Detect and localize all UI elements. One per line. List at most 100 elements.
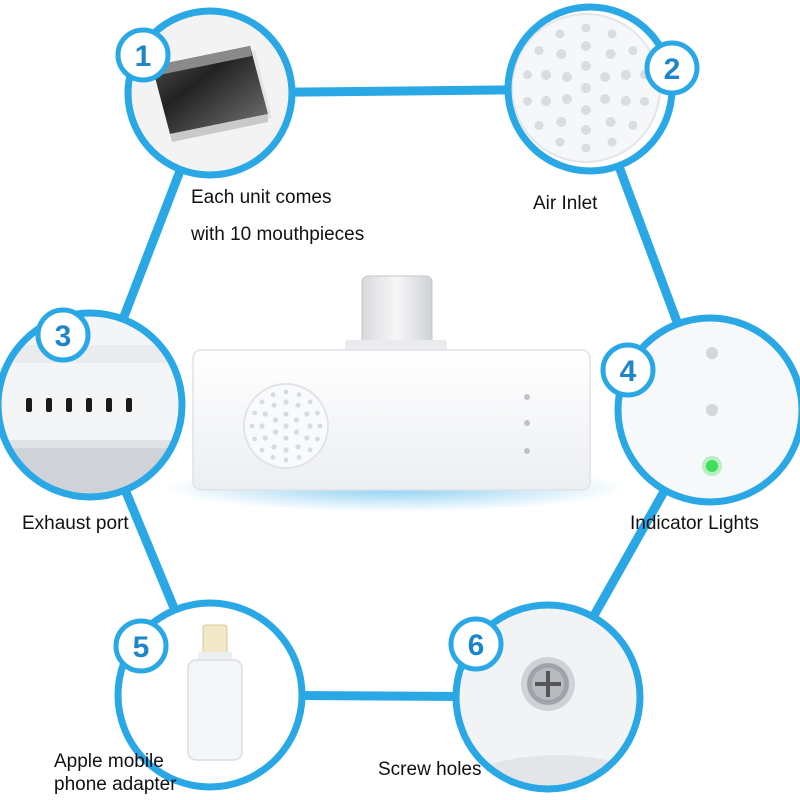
air-hole — [259, 423, 265, 429]
badge-6: 6 — [448, 616, 504, 672]
air-hole — [605, 49, 616, 60]
air-hole — [271, 402, 277, 408]
air-hole — [315, 410, 320, 416]
air-hole — [639, 96, 649, 106]
usb-c-connector — [361, 275, 433, 347]
svg-text:1: 1 — [135, 40, 152, 73]
air-hole — [556, 116, 567, 127]
air-hole — [556, 49, 567, 60]
label-line: Indicator Lights — [630, 513, 759, 534]
air-hole — [307, 447, 313, 453]
air-hole — [620, 70, 631, 81]
air-hole — [259, 399, 265, 405]
air-hole — [295, 402, 301, 408]
svg-text:2: 2 — [664, 53, 681, 86]
label-feature-2: Air Inlet — [533, 193, 597, 216]
air-hole — [315, 436, 320, 442]
svg-text:5: 5 — [133, 631, 150, 664]
air-hole — [259, 447, 265, 453]
air-hole — [317, 423, 323, 429]
svg-text:4: 4 — [620, 355, 637, 388]
svg-text:6: 6 — [468, 629, 485, 662]
label-line: Screw holes — [378, 759, 482, 780]
label-line: Apple mobile — [54, 751, 164, 772]
badge-5: 5 — [113, 618, 169, 674]
air-hole — [283, 447, 289, 453]
air-hole — [581, 105, 591, 115]
air-hole — [307, 423, 313, 429]
label-feature-1: Each unit comes with 10 mouthpieces — [191, 187, 364, 247]
air-hole — [283, 457, 289, 463]
feature-circle-3 — [0, 309, 186, 501]
air-hole — [581, 143, 591, 153]
air-hole — [307, 399, 313, 405]
air-hole — [252, 410, 257, 416]
label-feature-6: Screw holes — [378, 759, 482, 782]
air-hole — [534, 46, 544, 56]
badge-1: 1 — [115, 27, 171, 83]
air-hole — [523, 70, 533, 80]
air-hole — [555, 137, 565, 147]
air-hole — [607, 29, 617, 39]
device-led-3 — [524, 448, 530, 454]
air-hole — [295, 444, 301, 450]
air-hole — [252, 436, 257, 442]
indicator-lights-icon — [618, 318, 800, 502]
air-hole — [293, 417, 299, 423]
air-hole — [605, 116, 616, 127]
air-hole — [262, 435, 268, 441]
air-hole — [283, 399, 289, 405]
badge-3: 3 — [35, 307, 91, 363]
air-hole — [561, 72, 572, 82]
air-hole — [296, 455, 302, 460]
air-hole — [283, 435, 289, 441]
label-feature-5: Apple mobile phone adapter — [54, 751, 177, 797]
label-feature-3: Exhaust port — [22, 513, 129, 536]
air-hole — [296, 392, 302, 397]
air-hole — [249, 423, 255, 429]
label-line: Air Inlet — [533, 193, 598, 214]
air-hole — [600, 94, 611, 104]
air-hole — [541, 95, 552, 106]
air-hole — [270, 455, 276, 460]
air-hole — [620, 95, 631, 106]
air-hole — [283, 389, 289, 395]
air-hole — [581, 125, 591, 135]
mouthpiece-icon — [128, 11, 292, 175]
badge-2: 2 — [644, 40, 700, 96]
air-hole — [561, 94, 572, 104]
air-hole — [581, 41, 591, 51]
badge-4: 4 — [600, 342, 656, 398]
label-feature-4: Indicator Lights — [630, 513, 759, 536]
air-hole — [283, 411, 289, 417]
label-line: phone adapter — [54, 773, 177, 795]
air-hole — [304, 435, 310, 441]
air-hole — [271, 444, 277, 450]
label-line: with 10 mouthpieces — [191, 223, 365, 245]
air-hole — [600, 72, 611, 82]
air-hole — [262, 411, 268, 417]
svg-text:3: 3 — [55, 320, 72, 353]
air-hole — [273, 417, 279, 423]
feature-circle-1 — [124, 7, 296, 179]
device-led-2 — [524, 420, 530, 426]
main-device — [192, 275, 591, 491]
air-hole — [628, 46, 638, 56]
air-inlet-icon — [511, 13, 661, 163]
label-line: Each unit comes — [191, 187, 332, 208]
air-hole — [293, 429, 299, 435]
air-hole — [523, 96, 533, 106]
air-hole — [607, 137, 617, 147]
feature-circle-2 — [504, 3, 676, 175]
air-hole — [581, 61, 591, 71]
air-hole — [534, 120, 544, 130]
label-line: Exhaust port — [22, 513, 129, 534]
air-hole — [555, 29, 565, 39]
air-hole — [581, 23, 591, 33]
lightning-adapter-icon — [187, 624, 243, 761]
air-hole — [283, 423, 289, 429]
air-hole — [541, 70, 552, 81]
device-led-1 — [524, 394, 530, 400]
